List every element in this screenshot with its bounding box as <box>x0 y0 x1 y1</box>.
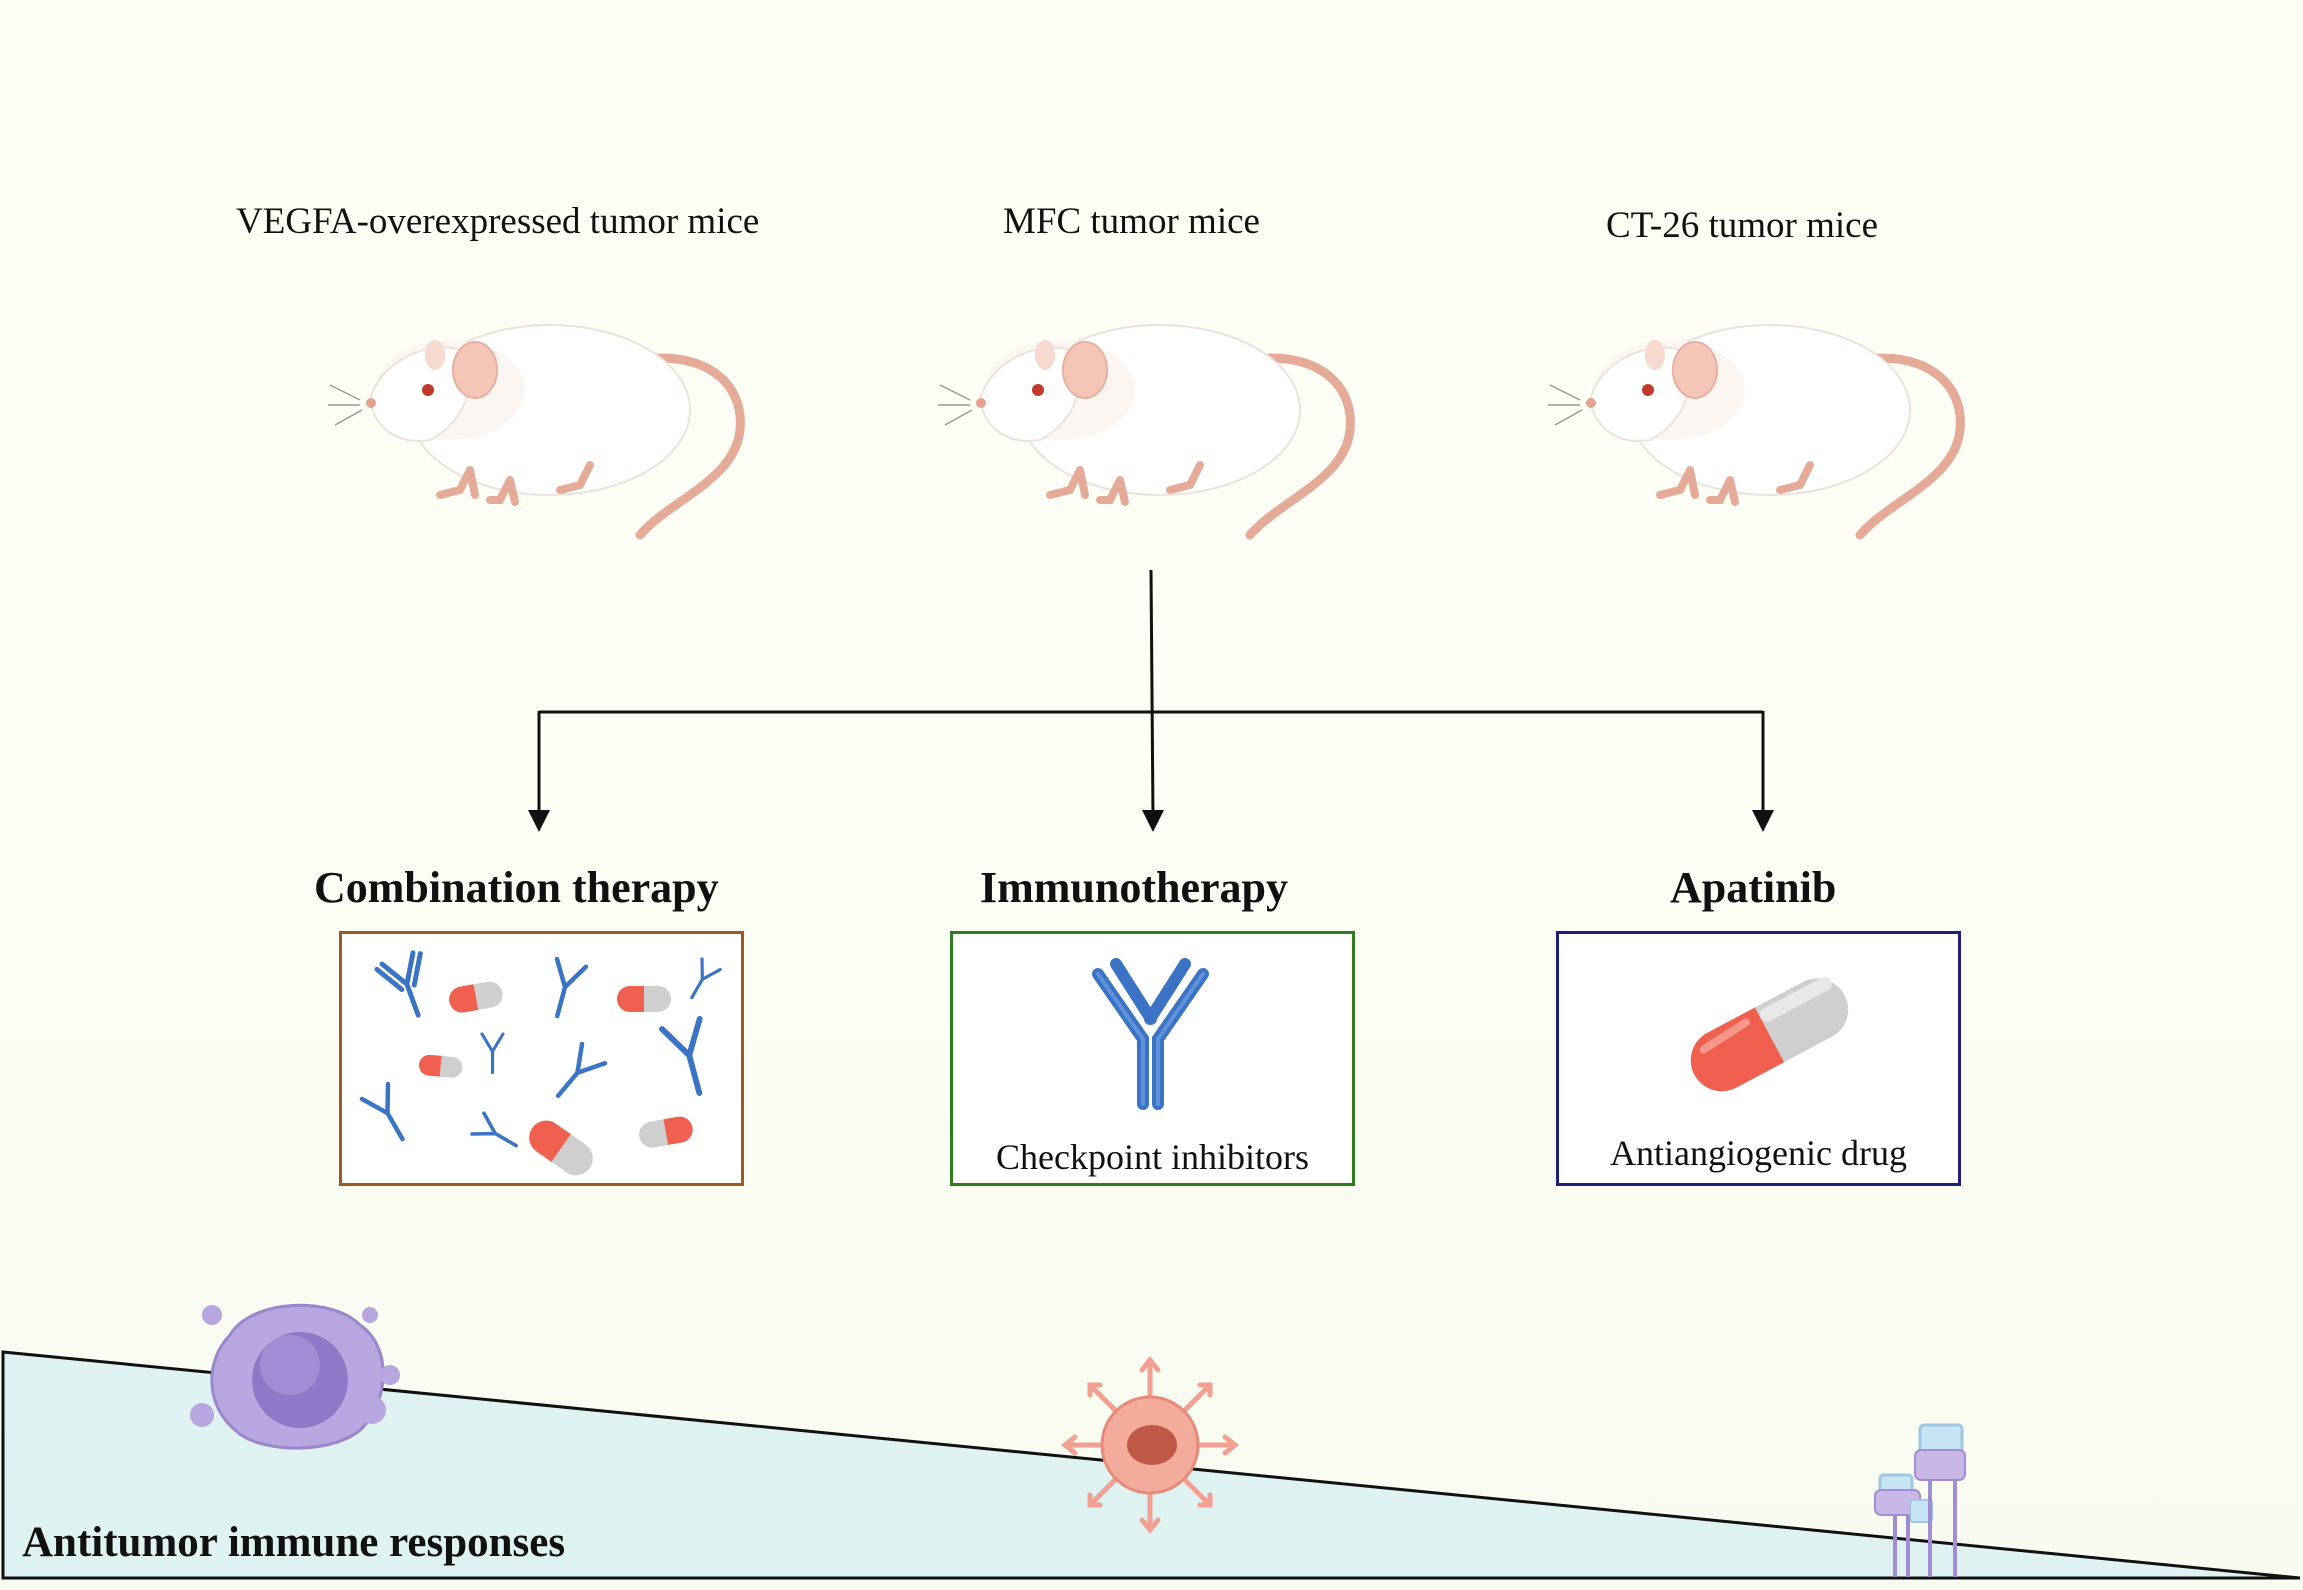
antibody-icon <box>1092 958 1209 1110</box>
mouse-icon <box>1548 324 1965 540</box>
antibody-icon <box>480 1032 505 1075</box>
pill-icon <box>617 986 671 1012</box>
pill-icon <box>449 981 503 1013</box>
pill-icon <box>419 1054 463 1078</box>
immunotherapy-box: Checkpoint inhibitors <box>950 931 1355 1186</box>
antibody-icon <box>359 1081 405 1142</box>
pill-icon <box>639 1116 693 1148</box>
therapy-title-immunotherapy: Immunotherapy <box>980 863 1289 912</box>
antitumor-immune-responses-label: Antitumor immune responses <box>22 1519 566 1566</box>
pill-icon <box>529 1120 593 1176</box>
antibody-icon <box>470 1111 518 1148</box>
pill-icon <box>1690 976 1849 1092</box>
combination-therapy-box <box>339 931 744 1186</box>
mouse-mfc <box>938 324 1355 540</box>
therapy-title-combination: Combination therapy <box>314 863 719 912</box>
immunotherapy-caption: Checkpoint inhibitors <box>996 1137 1309 1177</box>
therapy-title-apatinib: Apatinib <box>1670 863 1837 912</box>
mouse-title-ct26: CT-26 tumor mice <box>1606 205 1878 246</box>
antibody-icon <box>374 950 423 1018</box>
dendritic-cell-icon <box>1060 1355 1240 1535</box>
macrophage-icon <box>190 1303 400 1450</box>
mouse-vegfa <box>328 324 745 540</box>
mouse-ct26 <box>1548 324 1965 540</box>
arrow-head-left <box>528 810 550 832</box>
antibody-icon <box>554 956 589 1019</box>
antibody-icon <box>555 1041 608 1099</box>
arrow-head-right <box>1752 810 1774 832</box>
mouse-title-vegfa: VEGFA-overexpressed tumor mice <box>236 201 760 242</box>
mouse-title-mfc: MFC tumor mice <box>1003 201 1260 242</box>
mouse-icon <box>328 324 745 540</box>
mouse-icon <box>938 324 1355 540</box>
receptor-icon <box>1874 1423 1966 1577</box>
arrow-stem <box>1149 569 1155 819</box>
apatinib-box: Antiangiogenic drug <box>1556 931 1961 1186</box>
apatinib-caption: Antiangiogenic drug <box>1610 1133 1907 1173</box>
antibody-icon <box>690 957 722 1000</box>
arrow-head-center <box>1142 810 1164 832</box>
antibody-icon <box>659 1015 703 1096</box>
combination-contents <box>359 950 722 1176</box>
